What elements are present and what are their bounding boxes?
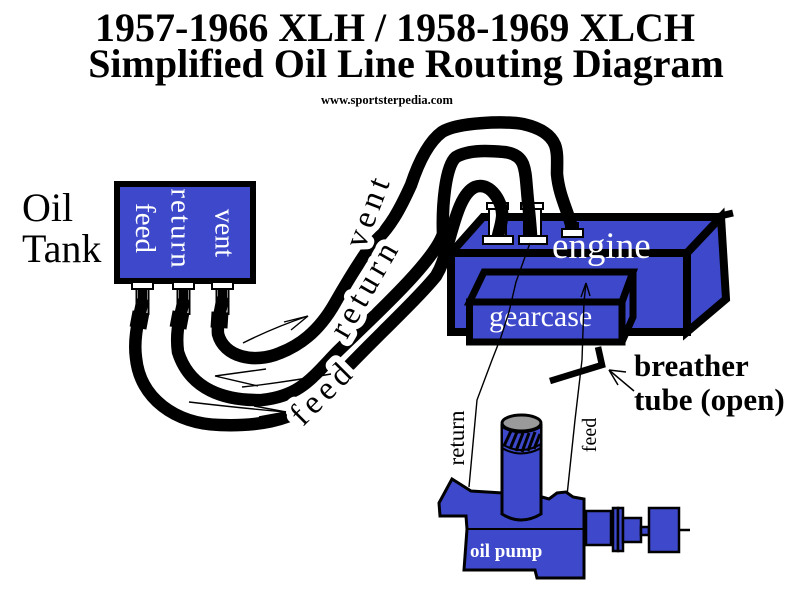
svg-text:Simplified Oil Line Routing Di: Simplified Oil Line Routing Diagram bbox=[88, 41, 724, 86]
svg-text:1957-1966 XLH / 1958-1969 XLCH: 1957-1966 XLH / 1958-1969 XLCH bbox=[95, 5, 695, 50]
svg-text:Tank: Tank bbox=[22, 226, 101, 271]
svg-text:Oil: Oil bbox=[22, 185, 73, 230]
svg-text:gearcase: gearcase bbox=[489, 300, 592, 333]
svg-text:feed: feed bbox=[129, 203, 161, 253]
svg-text:oil pump: oil pump bbox=[470, 541, 542, 562]
svg-text:return: return bbox=[165, 188, 197, 269]
svg-text:vent: vent bbox=[209, 209, 240, 257]
svg-text:return: return bbox=[444, 410, 469, 465]
svg-text:engine: engine bbox=[552, 226, 651, 267]
svg-text:feed: feed bbox=[579, 418, 601, 452]
svg-text:www.sportsterpedia.com: www.sportsterpedia.com bbox=[321, 93, 454, 107]
svg-text:tube (open): tube (open) bbox=[634, 382, 785, 417]
svg-text:breather: breather bbox=[634, 348, 749, 383]
